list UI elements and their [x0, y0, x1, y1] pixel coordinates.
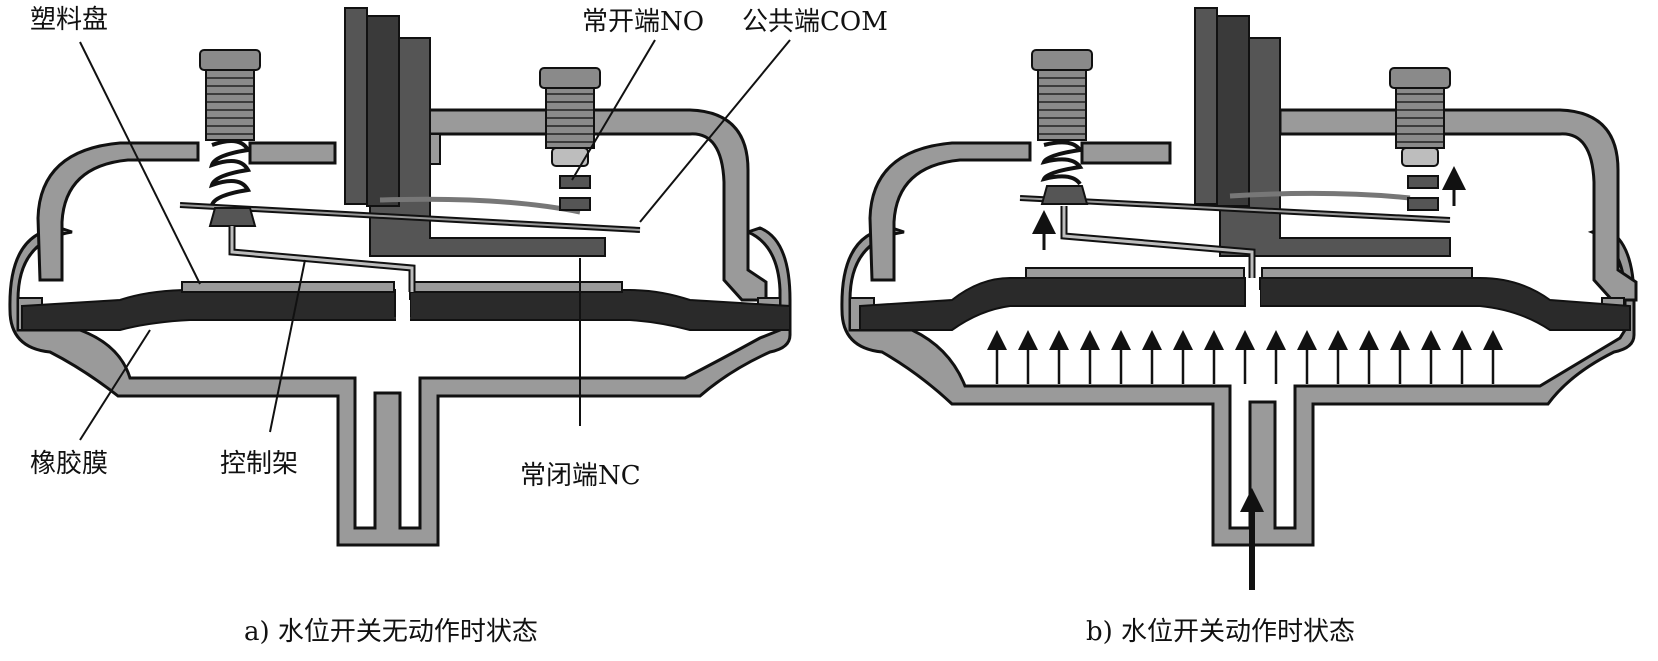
membrane-gap: [396, 300, 410, 322]
lower-housing: [8, 226, 792, 547]
label-control-frame: 控制架: [220, 449, 298, 479]
plastic-disc-left-b: [1025, 267, 1245, 279]
plastic-disc-right: [411, 281, 623, 293]
upper-housing-arm: [418, 108, 768, 302]
adjust-screw-left-b: [1031, 49, 1093, 205]
panel-b: b) 水位开关动作时状态: [840, 7, 1638, 647]
rubber-membrane-b: [859, 277, 1631, 331]
label-rubber-membrane: 橡胶膜: [30, 449, 108, 479]
upper-housing: [36, 141, 200, 282]
com-bracket-outer: [344, 7, 368, 205]
adjust-screw-left: [199, 49, 261, 227]
panel-a: 塑料盘 常开端NO 公共端COM 橡胶膜 控制架 常闭端NC a) 水位开关无动…: [8, 5, 888, 647]
inlet-arrowhead: [1240, 488, 1264, 512]
adjust-screw-right-b: [1389, 67, 1451, 211]
label-common: 公共端COM: [742, 7, 888, 37]
pressure-arrows: [987, 330, 1503, 384]
plastic-disc-right-b: [1261, 267, 1473, 279]
adjust-screw-right: [539, 67, 601, 211]
leader-plastic-disc: [79, 41, 201, 285]
upper-housing-right: [248, 141, 337, 165]
com-bracket-inner: [366, 15, 400, 207]
upper-housing-arm-b: [1278, 108, 1638, 302]
leader-common: [639, 39, 791, 223]
upper-housing-right-b: [1080, 141, 1172, 165]
leader-control-frame: [269, 259, 306, 433]
label-normally-closed: 常闭端NC: [520, 461, 641, 491]
leader-rubber-membrane: [79, 329, 151, 441]
label-normally-open: 常开端NO: [582, 7, 704, 37]
label-plastic-disc: 塑料盘: [30, 5, 108, 35]
plastic-disc-left: [181, 281, 395, 293]
caption-panel-a: a) 水位开关无动作时状态: [244, 617, 538, 647]
rubber-membrane: [21, 289, 791, 331]
upper-housing-b: [868, 141, 1032, 282]
caption-panel-b: b) 水位开关动作时状态: [1086, 617, 1355, 647]
leader-normally-open: [571, 39, 656, 181]
